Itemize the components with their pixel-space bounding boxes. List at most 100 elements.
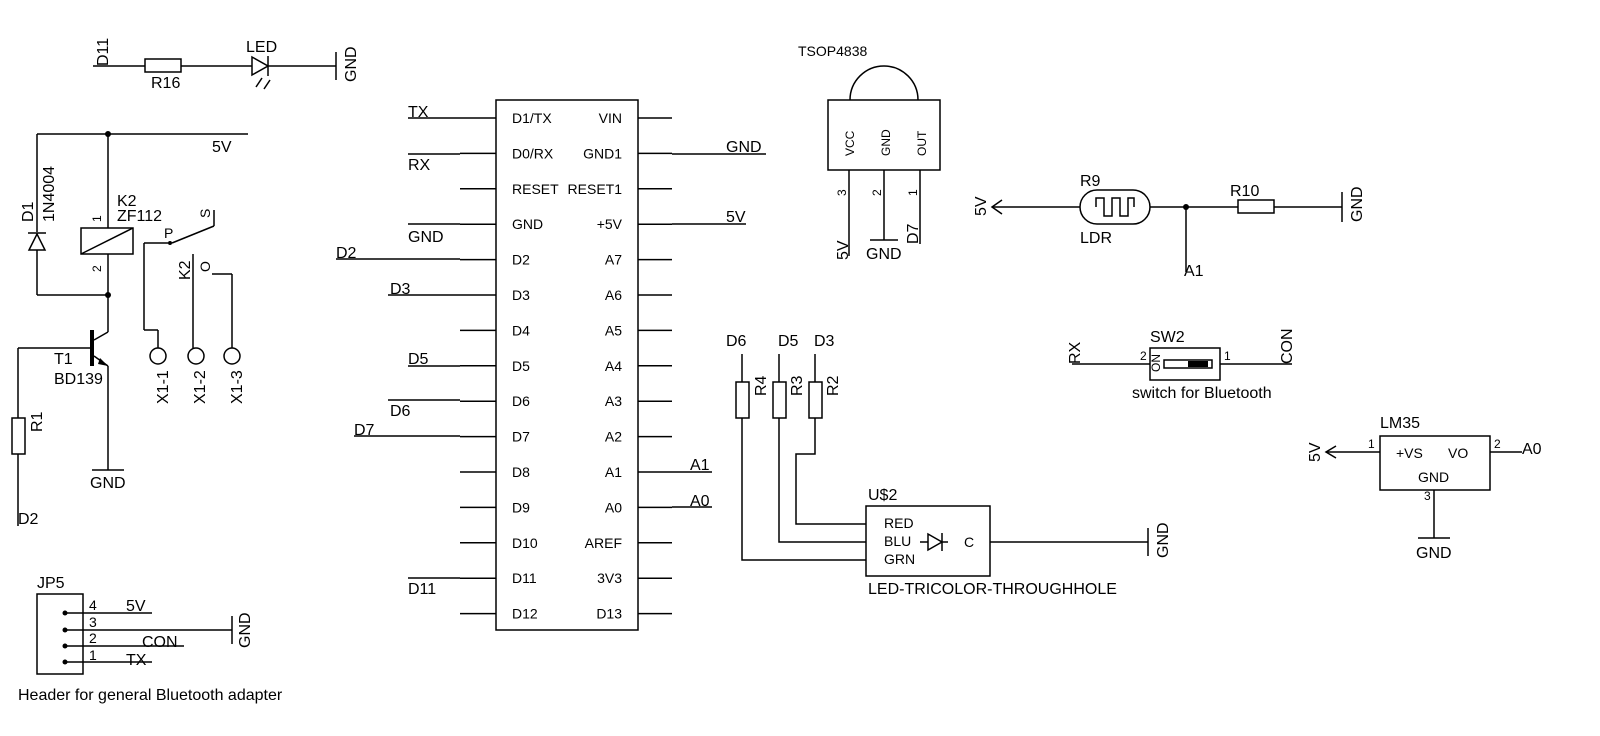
- arduino-net-tx: TX: [408, 104, 429, 121]
- arduino-body: [495, 99, 639, 631]
- label-ldr: LDR: [1080, 230, 1112, 247]
- sw2-caption: switch for Bluetooth: [1132, 385, 1272, 402]
- jp5-net-con: CON: [142, 634, 178, 651]
- label-x1-2: X1-2: [192, 370, 209, 404]
- label-r3: R3: [789, 375, 806, 396]
- arduino-left-pin-label: GND: [512, 216, 543, 232]
- contact-label-s: S: [197, 209, 213, 218]
- label-x1-3: X1-3: [229, 370, 246, 404]
- lm35-num-3: 3: [1424, 489, 1431, 503]
- arduino-left-pin-label: D0/RX: [512, 145, 554, 161]
- arduino-left-pin-label: D7: [512, 429, 530, 445]
- tsop-dome: [849, 65, 919, 101]
- arduino-left-pin-label: RESET: [512, 181, 559, 197]
- arduino-right-pin-label: A1: [605, 464, 622, 480]
- arduino-right-pins: VINGND1RESET1+5VA7A6A5A4A3A2A1A0AREF3V3D…: [568, 110, 672, 622]
- arduino-right-pin-label: A2: [605, 429, 622, 445]
- arduino-right-pin-label: RESET1: [568, 181, 623, 197]
- jp5-net-tx: TX: [126, 652, 147, 669]
- ldr-gnd: GND: [1349, 186, 1366, 222]
- diode-d1: [27, 232, 47, 251]
- rgb-diode-symbol: [920, 532, 948, 552]
- contact-label-p: P: [164, 225, 173, 241]
- rgb-gnd: GND: [1155, 522, 1172, 558]
- led-symbol: [251, 55, 271, 90]
- arduino-right-pin-label: A0: [605, 499, 622, 515]
- label-rgb-value: LED-TRICOLOR-THROUGHHOLE: [868, 581, 1117, 598]
- tsop-pin-gnd: GND: [879, 129, 893, 156]
- net-label-d11: D11: [95, 38, 112, 66]
- relay-contact-k2: P S O K2: [143, 209, 233, 348]
- terminal-x1-2: [187, 347, 205, 365]
- label-x1-1: X1-1: [155, 370, 172, 404]
- rgb-led-circuit: D6 D5 D3 R4 R3 R2 U$2 RED BLU GRN C GND …: [726, 333, 1172, 598]
- label-u2: U$2: [868, 487, 897, 504]
- arduino-net-gnd-right: GND: [726, 139, 762, 156]
- arduino-net-d6: D6: [390, 403, 411, 420]
- jp5-pin-2: 2: [89, 630, 97, 646]
- label-gnd-led: GND: [343, 46, 360, 82]
- arduino-right-pin-label: A5: [605, 322, 622, 338]
- resistor-r1: [11, 417, 26, 455]
- rgb-pin-red: RED: [884, 515, 914, 531]
- arduino-left-pins: D1/TXD0/RXRESETGNDD2D3D4D5D6D7D8D9D10D11…: [460, 110, 559, 622]
- tsop-net-gnd: GND: [866, 246, 902, 263]
- arduino-left-pin-label: D8: [512, 464, 530, 480]
- lm35-pin-gnd: GND: [1418, 469, 1449, 485]
- switch-sw2: RX 2 SW2 ON 1 CON switch for Bluetooth: [1067, 328, 1296, 402]
- arduino-left-pin-label: D6: [512, 393, 530, 409]
- tsop-pin-vcc: VCC: [843, 130, 857, 156]
- tsop-num-3: 3: [835, 189, 849, 196]
- sw2-pin-2: 2: [1140, 349, 1147, 363]
- arduino-right-pin-label: A7: [605, 252, 622, 268]
- lm35-pin-vo: VO: [1448, 445, 1468, 461]
- temp-sensor-lm35: LM35 +VS VO GND 5V 1 2 A0 3 GND: [1307, 415, 1542, 562]
- label-r4: R4: [753, 375, 770, 396]
- header-jp5: JP5 4 3 2 1 5V CON TX GND Header for gen…: [18, 575, 283, 704]
- arduino-left-pin-label: D4: [512, 322, 530, 338]
- label-r10: R10: [1230, 183, 1259, 200]
- arduino-right-pin-label: A6: [605, 287, 622, 303]
- arduino-net-a0: A0: [690, 493, 710, 510]
- label-r2: R2: [825, 375, 842, 396]
- arduino-net-d7: D7: [354, 422, 375, 439]
- tsop-net-d7: D7: [905, 223, 922, 244]
- led-circuit: D11 R16 LED GND: [93, 38, 360, 92]
- arduino-left-pin-label: D12: [512, 606, 538, 622]
- rgb-pin-c: C: [964, 534, 974, 550]
- arduino-left-pin-label: D5: [512, 358, 530, 374]
- label-r9: R9: [1080, 173, 1101, 190]
- arduino-net-d2: D2: [336, 245, 357, 262]
- tsop-pin-out: OUT: [915, 130, 929, 156]
- jp5-caption: Header for general Bluetooth adapter: [18, 687, 283, 704]
- arduino-left-pin-label: D1/TX: [512, 110, 552, 126]
- terminal-x1-3: [223, 347, 241, 365]
- tsop-num-1: 1: [906, 189, 920, 196]
- ldr-r9: [1079, 189, 1151, 225]
- label-r1: R1: [29, 411, 46, 432]
- sw2-net-con: CON: [1279, 328, 1296, 364]
- label-d1: D1: [20, 201, 37, 222]
- arduino-right-pin-label: AREF: [585, 535, 622, 551]
- arduino-net-gnd-left: GND: [408, 229, 444, 246]
- coil-pin-2: 2: [90, 265, 104, 272]
- resistor-r4: [735, 381, 750, 419]
- label-jp5: JP5: [37, 575, 65, 592]
- arduino-left-pin-label: D11: [512, 570, 537, 586]
- label-r16: R16: [151, 75, 180, 92]
- tsop-num-2: 2: [870, 189, 884, 196]
- lm35-net-5v: 5V: [1307, 442, 1324, 462]
- terminal-x1-1: [149, 347, 167, 365]
- lm35-net-a0: A0: [1522, 441, 1542, 458]
- resistor-r3: [772, 381, 787, 419]
- jp5-pin-4: 4: [89, 597, 97, 613]
- rgb-pin-grn: GRN: [884, 551, 915, 567]
- ir-receiver-tsop4838: TSOP4838 VCC GND OUT 3 2 1 5V GND D7: [798, 43, 941, 263]
- arduino-left-pin-label: D9: [512, 499, 530, 515]
- label-gnd-jp5: GND: [237, 612, 254, 648]
- coil-pin-1: 1: [90, 215, 104, 222]
- arduino-right-pin-label: GND1: [583, 145, 622, 161]
- arduino-net-5v: 5V: [726, 209, 746, 226]
- contact-label-o: O: [197, 261, 213, 272]
